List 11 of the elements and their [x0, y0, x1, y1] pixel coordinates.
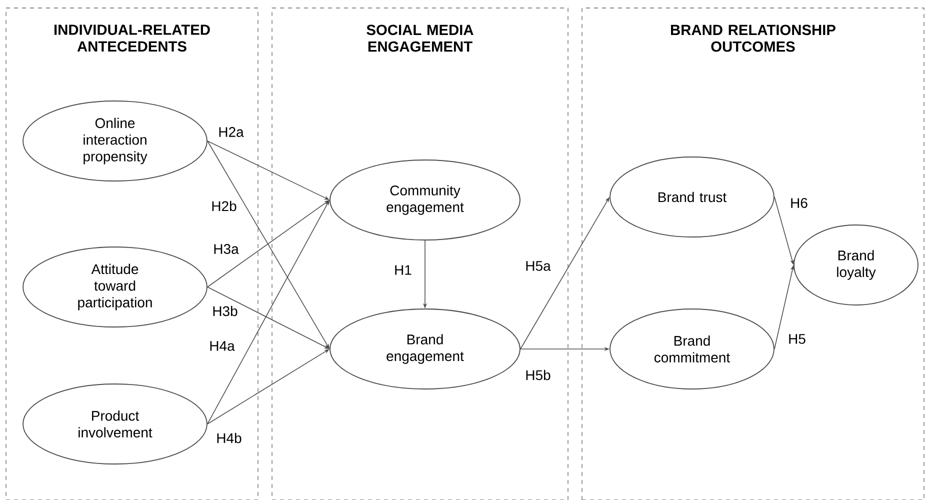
edge-label: H4b: [214, 432, 244, 444]
edge-label: H2b: [210, 200, 238, 212]
edge-label: H4a: [208, 340, 236, 352]
edge-label: H5a: [524, 260, 552, 272]
edge-label: H1: [392, 264, 414, 276]
edge-label: H3b: [210, 304, 240, 318]
edge-label: H6: [788, 196, 810, 210]
edge-label: H3a: [212, 242, 240, 256]
edge-label: H5b: [524, 368, 552, 382]
edge-label: H5: [786, 332, 808, 346]
edge-label: H2a: [216, 126, 246, 138]
